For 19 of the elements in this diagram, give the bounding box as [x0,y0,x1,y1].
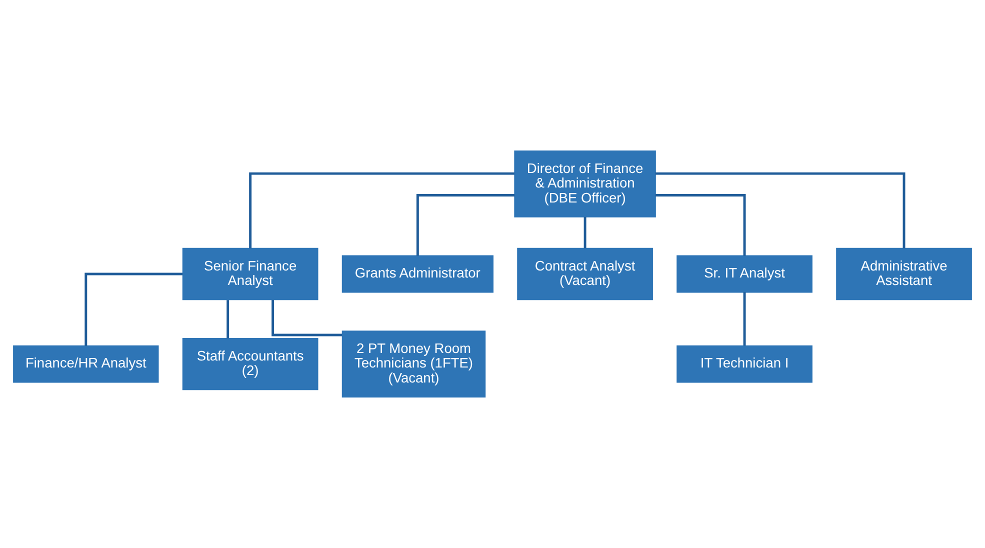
node-box: IT Technician I [676,345,812,383]
node-box: Staff Accountants (2) [182,338,318,390]
node-box: 2 PT Money Room Technicians (1FTE) (Vacant) [342,330,486,398]
node-box: Contract Analyst (Vacant) [517,248,653,300]
node-box: Grants Administrator [342,255,494,293]
node-box: Director of Finance & Administration (DBE Officer) [514,150,656,218]
node-box: Finance/HR Analyst [13,345,159,383]
node-box: Sr. IT Analyst [676,255,812,293]
connector [226,300,230,338]
connector [655,194,746,256]
connector [743,292,746,346]
connector [584,216,586,248]
connector [84,272,182,346]
connector [655,172,906,248]
connector [249,172,514,248]
connector [416,194,515,256]
node-box: Senior Finance Analyst [182,248,318,300]
connector [272,300,342,336]
node-box: Administrative Assistant [836,248,972,300]
